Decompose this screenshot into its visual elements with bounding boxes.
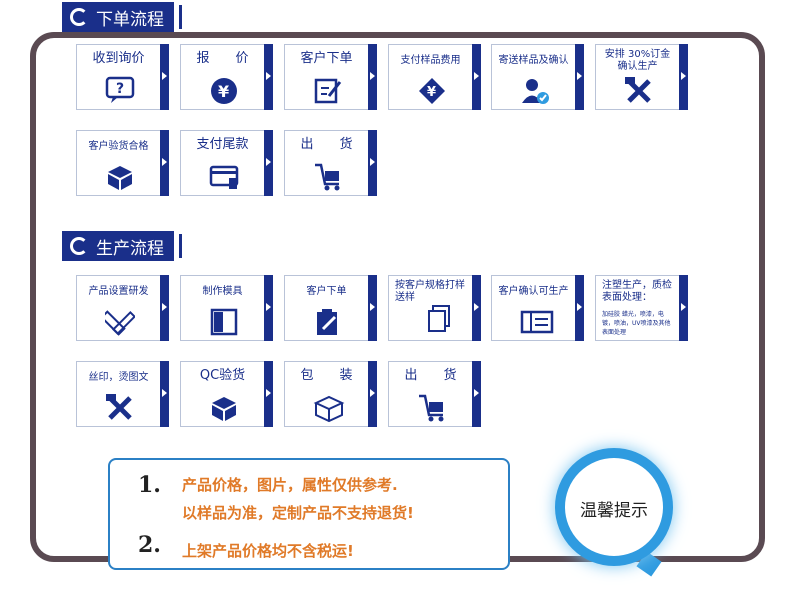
clipboard-pen-icon [317,309,337,335]
notice-number-1: 1. [138,472,161,498]
production-section-title: 生产流程 [96,238,164,259]
notice-box: 1. 产品价格，图片，属性仅供参考. 以样品为准，定制产品不支持退货! 2. 上… [108,458,510,570]
box-icon [212,397,236,421]
notice-line-2: 以样品为准，定制产品不支持退货! [182,504,414,522]
yen-diamond-icon: ¥ [419,78,445,104]
order-step-shipment: 出 货 [284,130,377,196]
order-step-customer-order: 客户下单 [284,44,377,110]
cycle-icon [70,237,88,255]
order-step-inquiry: 收到询价 ? [76,44,169,110]
prod-step-design: 产品设置研发 [76,275,169,341]
order-section-header: 下单流程 [62,2,182,32]
prod-step-packaging: 包 装 [284,361,377,427]
yen-coin-icon: ¥ [211,78,237,104]
tip-bubble: 温馨提示 [555,448,673,566]
prod-step-molding: 注塑生产，质检 表面处理： 加硅胶 蜡光，喷漆，电镀，喷油，UV喷漆及其他表面处… [595,275,688,341]
tip-text: 温馨提示 [580,501,648,521]
prod-step-customer-order: 客户下单 [284,275,377,341]
notice-line-1: 产品价格，图片，属性仅供参考. [182,476,398,494]
prod-step-confirm: 客户确认可生产 [491,275,584,341]
box-icon [108,166,132,190]
tools-icon [625,77,651,103]
notice-number-2: 2. [138,532,161,558]
package-icon [313,395,345,423]
tools-icon [106,394,132,420]
prod-step-qc: QC验货 [180,361,273,427]
order-step-quote: 报 价 ¥ [180,44,273,110]
card-icon [209,165,239,189]
user-check-icon [522,79,549,104]
prod-step-sampling: 按客户规格打样 送样 [388,275,481,341]
order-step-sample-fee: 支付样品费用 ¥ [388,44,481,110]
production-section-header: 生产流程 [62,231,182,261]
question-bubble-icon: ? [105,76,135,103]
order-step-sample-confirm: 寄送样品及确认 [491,44,584,110]
notice-line-3: 上架产品价格均不含税运! [182,542,354,560]
order-step-deposit: 安排 30%订金 确认生产 [595,44,688,110]
cart-icon [419,394,444,422]
order-step-final-payment: 支付尾款 [180,130,273,196]
mold-icon [210,308,238,336]
ruler-pencil-icon [105,310,135,336]
svg-text:?: ? [116,81,124,97]
edit-note-icon [314,78,342,104]
svg-text:¥: ¥ [427,85,436,100]
cart-icon [315,163,340,191]
panel-icon [520,310,554,334]
documents-icon [428,305,450,332]
cycle-icon [70,8,88,26]
order-step-inspection: 客户验货合格 [76,130,169,196]
prod-step-silkscreen: 丝印，烫图文 [76,361,169,427]
prod-step-shipment: 出 货 [388,361,481,427]
prod-step-mold: 制作模具 [180,275,273,341]
order-section-title: 下单流程 [96,9,164,30]
svg-text:¥: ¥ [218,82,229,101]
